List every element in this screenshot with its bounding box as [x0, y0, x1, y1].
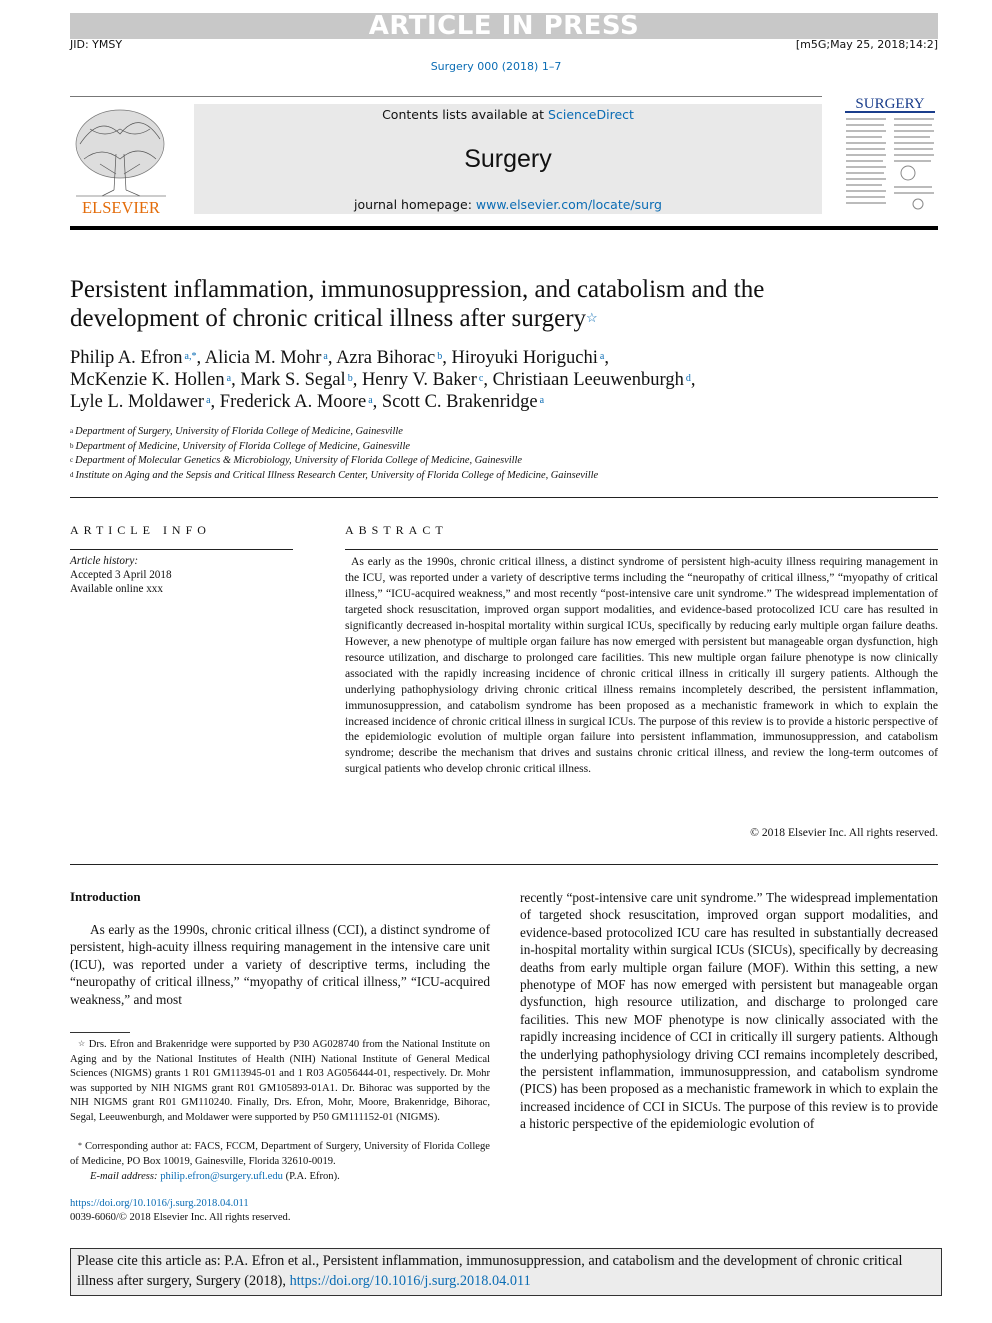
funding-footnote-mark: ☆: [78, 1039, 86, 1048]
funding-footnote: ☆ Drs. Efron and Brakenridge were suppor…: [70, 1038, 490, 1126]
author-name: Lyle L. Moldawer: [70, 392, 205, 412]
author-name: Azra Bihorac: [336, 348, 436, 368]
funding-footnote-text: Drs. Efron and Brakenridge were supporte…: [70, 1039, 491, 1123]
journal-name: Surgery: [464, 145, 552, 173]
affiliation-key: c: [70, 456, 74, 465]
introduction-heading: Introduction: [70, 889, 141, 904]
affiliation-text: Department of Surgery, University of Flo…: [75, 426, 403, 437]
header-top-rule: [70, 96, 822, 97]
journal-reference-link[interactable]: Surgery 000 (2018) 1–7: [430, 60, 562, 73]
homepage-prefix: journal homepage:: [354, 197, 476, 212]
section-divider-bottom: [70, 864, 938, 865]
author-affiliation-link[interactable]: c: [478, 373, 484, 384]
elsevier-logo: ELSEVIER: [70, 104, 172, 217]
author-affiliation-link[interactable]: b: [437, 351, 443, 362]
article-info-heading: ARTICLE INFO: [70, 523, 211, 537]
author-name: Frederick A. Moore: [219, 392, 367, 412]
author-name: Scott C. Brakenridge: [381, 392, 538, 412]
abstract-heading: ABSTRACT: [345, 523, 448, 537]
email-footnote: E-mail address: philip.efron@surgery.ufl…: [90, 1170, 340, 1185]
homepage-link[interactable]: www.elsevier.com/locate/surg: [475, 197, 662, 212]
email-suffix: (P.A. Efron).: [282, 1171, 340, 1182]
affiliation-text: Department of Molecular Genetics & Micro…: [75, 455, 523, 467]
title-line-2: development of chronic critical illness …: [70, 305, 587, 332]
affiliation-key: d: [70, 470, 74, 479]
author-affiliation-link[interactable]: a,*: [184, 351, 197, 362]
svg-text:ELSEVIER: ELSEVIER: [82, 198, 160, 216]
journal-id: JID: YMSY: [70, 38, 123, 51]
affiliation-text: Department of Medicine, University of Fl…: [75, 440, 410, 452]
author-name: Hiroyuki Horiguchi: [451, 348, 598, 368]
header-bottom-rule: [70, 226, 938, 230]
elsevier-tree-icon: ELSEVIER: [75, 109, 166, 217]
citation-text: Please cite this article as: P.A. Efron …: [77, 1253, 903, 1289]
history-label: Article history:: [70, 555, 139, 567]
author-name: Henry V. Baker: [361, 370, 477, 390]
title-line-1: Persistent inflammation, immunosuppressi…: [70, 276, 765, 303]
intro-column-1: As early as the 1990s, chronic critical …: [70, 922, 490, 1007]
sciencedirect-link[interactable]: ScienceDirect: [548, 107, 634, 122]
corresponding-footnote-text: Corresponding author at: FACS, FCCM, Dep…: [70, 1141, 490, 1167]
doi-link[interactable]: https://doi.org/10.1016/j.surg.2018.04.0…: [70, 1198, 249, 1209]
intro-column-2: recently “post-intensive care unit syndr…: [520, 890, 938, 1132]
build-stamp: [m5G;May 25, 2018;14:2]: [795, 38, 938, 51]
issn-copyright: 0039-6060/© 2018 Elsevier Inc. All right…: [70, 1212, 291, 1223]
footnote-rule: [70, 1032, 130, 1033]
homepage-line: journal homepage: www.elsevier.com/locat…: [194, 197, 822, 212]
author-affiliation-link[interactable]: a: [206, 395, 211, 406]
article-info-rule: [70, 549, 293, 550]
section-divider-top: [70, 497, 938, 498]
affiliation-key: b: [70, 441, 74, 450]
author-affiliation-link[interactable]: d: [685, 373, 691, 384]
article-title: Persistent inflammation, immunosuppressi…: [70, 275, 930, 333]
journal-cover-thumbnail: SURGERY: [842, 96, 938, 216]
abstract-copyright: © 2018 Elsevier Inc. All rights reserved…: [750, 826, 938, 839]
cover-image: SURGERY: [845, 96, 935, 210]
author-affiliation-link[interactable]: b: [347, 373, 353, 384]
author-name: Alicia M. Mohr: [204, 348, 322, 368]
author-affiliation-link[interactable]: a: [368, 395, 373, 406]
author-name: Christiaan Leeuwenburgh: [492, 370, 684, 390]
journal-header-box: [194, 104, 822, 214]
affiliation-text: Institute on Aging and the Sepsis and Cr…: [75, 469, 599, 481]
author-email-link[interactable]: philip.efron@surgery.ufl.edu: [160, 1171, 283, 1182]
svg-text:SURGERY: SURGERY: [855, 96, 924, 112]
author-affiliation-link[interactable]: a: [226, 373, 232, 384]
abstract-text: As early as the 1990s, chronic critical …: [345, 555, 938, 776]
author-affiliation-link[interactable]: a: [323, 351, 328, 362]
contents-prefix: Contents lists available at: [382, 107, 549, 122]
citation-doi-link[interactable]: https://doi.org/10.1016/j.surg.2018.04.0…: [289, 1273, 531, 1289]
affiliation-key: a: [70, 427, 74, 435]
citation-box: Please cite this article as: P.A. Efron …: [70, 1248, 942, 1296]
abstract-rule: [345, 549, 938, 550]
online-date: Available online xxx: [70, 583, 163, 596]
article-history: Article history: Accepted 3 April 2018 A…: [70, 554, 172, 597]
author-affiliation-link[interactable]: a: [599, 351, 605, 362]
author-affiliation-link[interactable]: a: [539, 395, 545, 406]
corresponding-footnote-mark: *: [78, 1141, 82, 1150]
email-label: E-mail address:: [90, 1171, 161, 1182]
corresponding-author-footnote: * Corresponding author at: FACS, FCCM, D…: [70, 1140, 490, 1169]
author-name: Mark S. Segal: [240, 370, 346, 390]
author-name: McKenzie K. Hollen: [70, 370, 225, 390]
accepted-date: Accepted 3 April 2018: [70, 569, 172, 582]
article-in-press-banner: ARTICLE IN PRESS: [70, 13, 938, 39]
author-name: Philip A. Efron: [70, 348, 183, 368]
contents-line: Contents lists available at ScienceDirec…: [194, 107, 822, 122]
title-footnote-star-link[interactable]: ☆: [586, 310, 598, 325]
